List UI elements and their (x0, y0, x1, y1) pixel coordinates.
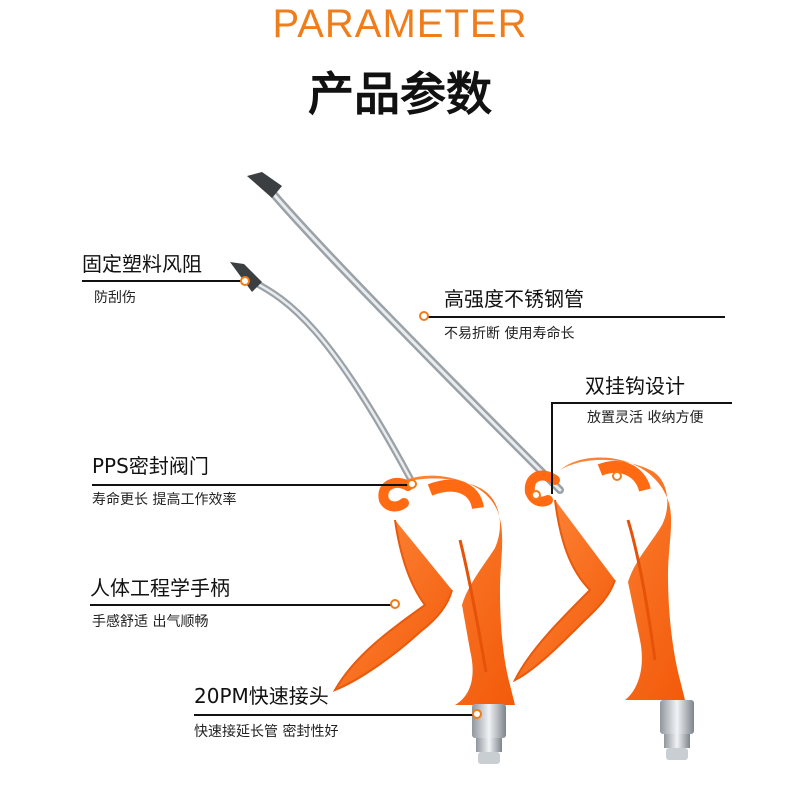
callout-valve-dot (407, 479, 417, 489)
callout-steel-tube-dot (419, 311, 429, 321)
callout-nozzle-sub: 防刮伤 (94, 289, 136, 307)
callout-valve-title: PPS密封阀门 (92, 454, 209, 478)
callout-handle-subtitle: 手感舒适 出气顺畅 (92, 614, 209, 630)
callout-connector-dot (472, 709, 482, 719)
callout-handle-title: 人体工程学手柄 (90, 576, 230, 600)
callout-hook-line (552, 402, 732, 404)
callout-steel-tube-line (425, 316, 725, 318)
callout-valve-subtitle: 寿命更长 提高工作效率 (92, 492, 237, 508)
long-blow-gun (247, 172, 694, 760)
callout-handle-sub: 手感舒适 出气顺畅 (92, 613, 208, 631)
callout-hook-title: 双挂钩设计 (585, 374, 685, 398)
callout-connector-subtitle: 快速接延长管 密封性好 (194, 724, 339, 740)
callout-hook-dot-left (531, 490, 541, 500)
callout-valve-sub: 寿命更长 提高工作效率 (92, 491, 236, 509)
callout-valve: PPS密封阀门 (92, 454, 209, 478)
short-blow-gun (230, 262, 515, 764)
callout-nozzle-subtitle: 防刮伤 (94, 290, 136, 306)
nozzle-tip-long (247, 172, 282, 198)
callout-hook-subtitle: 放置灵活 收纳方便 (587, 410, 704, 426)
callout-hook: 双挂钩设计 (585, 374, 685, 398)
callout-steel-tube-sub: 不易折断 使用寿命长 (444, 325, 574, 343)
callout-connector-line (194, 714, 477, 716)
callout-steel-tube-subtitle: 不易折断 使用寿命长 (444, 326, 575, 342)
callout-nozzle: 固定塑料风阻 (82, 252, 202, 276)
callout-hook-dot-right (612, 471, 622, 481)
callout-nozzle-line (82, 280, 247, 282)
title-english: PARAMETER (272, 2, 528, 46)
callout-steel-tube-title: 高强度不锈钢管 (444, 287, 584, 311)
callout-steel-tube: 高强度不锈钢管 (444, 287, 584, 311)
callout-connector-sub: 快速接延长管 密封性好 (194, 723, 338, 741)
callout-handle-line (90, 604, 395, 606)
callout-connector-title: 20PM快速接头 (194, 684, 329, 708)
callout-hook-sub: 放置灵活 收纳方便 (587, 409, 703, 427)
callout-hook-vertical-line (551, 402, 553, 494)
callout-handle-dot (390, 599, 400, 609)
callout-nozzle-title: 固定塑料风阻 (82, 252, 202, 276)
title-chinese: 产品参数 (308, 67, 492, 121)
callout-handle: 人体工程学手柄 (90, 576, 230, 600)
callout-valve-line (92, 484, 412, 486)
callout-connector: 20PM快速接头 (194, 684, 329, 708)
callout-nozzle-dot (240, 276, 250, 286)
